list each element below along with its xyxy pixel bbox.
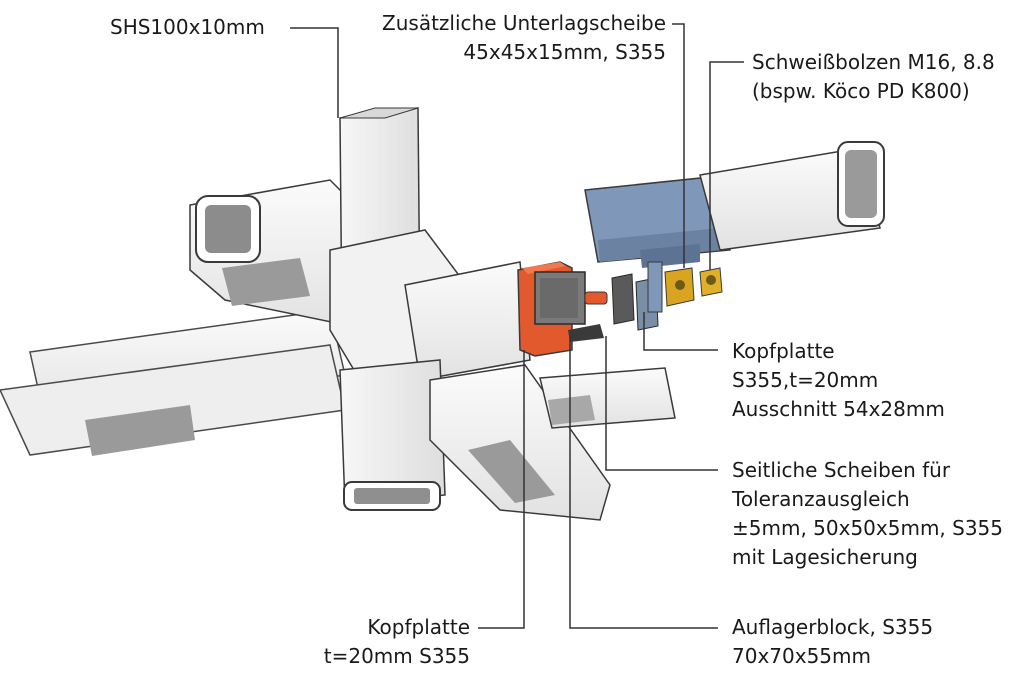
schweissbolzen-nut-gold	[699, 267, 723, 297]
leader-seitliche-scheiben	[605, 336, 718, 471]
tube-left-open-end	[189, 179, 381, 331]
label-unterlagscheibe-line-1: Zusätzliche Unterlagscheibe	[382, 11, 666, 35]
tube-vertical-lower	[339, 359, 446, 511]
label-kopfplatte-left-line-2: t=20mm S355	[323, 644, 470, 668]
label-seitliche-scheiben-line-3: ±5mm, 50x50x5mm, S355	[732, 516, 1004, 540]
label-auflagerblock: Auflagerblock, S355 70x70x55mm	[732, 613, 933, 671]
label-shs: SHS100x10mm	[110, 13, 265, 42]
leader-auflagerblock	[569, 336, 718, 629]
label-kopfplatte-right-line-3: Ausschnitt 54x28mm	[732, 397, 945, 421]
label-seitliche-scheiben-line-2: Toleranzausgleich	[732, 487, 910, 511]
label-kopfplatte-right: Kopfplatte S355,t=20mm Ausschnitt 54x28m…	[732, 337, 945, 424]
tube-lower-left	[0, 309, 346, 456]
label-seitliche-scheiben-line-1: Seitliche Scheiben für	[732, 458, 951, 482]
kopfplatte-blue	[584, 175, 731, 313]
label-schweissbolzen-line-1: Schweißbolzen M16, 8.8	[752, 50, 995, 74]
label-schweissbolzen: Schweißbolzen M16, 8.8 (bspw. Köco PD K8…	[752, 48, 995, 106]
unterlagscheibe-gold	[664, 267, 695, 307]
leader-unterlagscheibe	[672, 23, 685, 268]
leader-shs	[290, 27, 339, 118]
tube-lower-right	[429, 364, 611, 521]
label-auflagerblock-line-2: 70x70x55mm	[732, 644, 871, 668]
node-center	[329, 229, 531, 381]
leader-schweissbolzen	[709, 61, 744, 270]
tube-right-cut	[539, 367, 676, 429]
label-schweissbolzen-line-2: (bspw. Köco PD K800)	[752, 79, 970, 103]
label-kopfplatte-left-line-1: Kopfplatte	[367, 615, 470, 639]
label-kopfplatte-right-line-1: Kopfplatte	[732, 339, 835, 363]
label-kopfplatte-left: Kopfplatte t=20mm S355	[300, 613, 470, 671]
leader-kopfplatte-right	[643, 312, 718, 351]
label-seitliche-scheiben: Seitliche Scheiben für Toleranzausgleich…	[732, 456, 1003, 572]
label-auflagerblock-line-1: Auflagerblock, S355	[732, 615, 934, 639]
label-kopfplatte-right-line-2: S355,t=20mm	[732, 368, 879, 392]
tube-right-upper	[699, 141, 885, 251]
bolt-pin-orange	[584, 291, 608, 305]
label-seitliche-scheiben-line-4: mit Lagesicherung	[732, 545, 918, 569]
label-unterlagscheibe: Zusätzliche Unterlagscheibe 45x45x15mm, …	[360, 9, 666, 67]
leader-kopfplatte-left	[478, 350, 525, 629]
label-unterlagscheibe-line-2: 45x45x15mm, S355	[463, 40, 666, 64]
label-shs-line-1: SHS100x10mm	[110, 15, 265, 39]
